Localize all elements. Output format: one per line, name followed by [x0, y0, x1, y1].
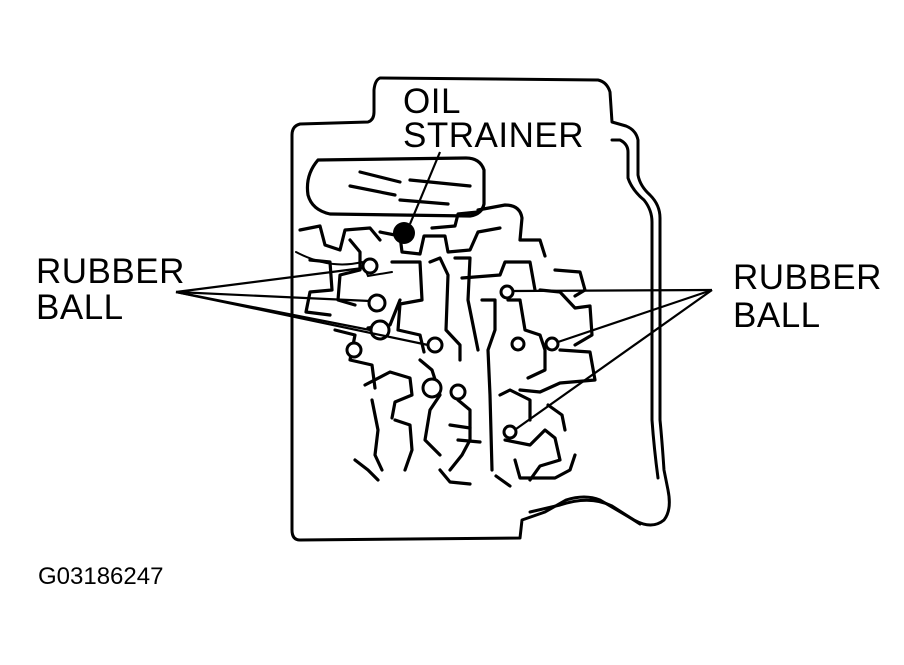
rubber-ball-right-4 [502, 424, 518, 440]
oil-strainer-label-line2: STRAINER [403, 116, 584, 155]
separator-plate-edge [295, 251, 393, 278]
rubber-ball-left-4 [345, 341, 363, 359]
rubber-ball-left-6 [421, 377, 443, 399]
strainer-slot-d [398, 198, 450, 206]
rubber-ball-right-3 [544, 336, 560, 352]
rubber-ball-right-label-line2: BALL [733, 296, 821, 335]
oil-strainer-dot [393, 222, 415, 244]
strainer-slot-c [408, 178, 472, 188]
valve-body-side-flange [610, 138, 660, 480]
rubber-ball-right-1 [499, 284, 515, 300]
strainer-slot-b [348, 184, 397, 197]
rubber-ball-left-1 [361, 257, 379, 275]
rubber-ball-left-2 [367, 293, 387, 313]
oil-strainer-label-line1: OIL [403, 82, 461, 121]
rubber-ball-left-label-line1: RUBBER [36, 252, 185, 291]
valve-body-lower-lip [528, 498, 642, 526]
strainer-slot-a [358, 170, 402, 184]
rubber-ball-left-label-line2: BALL [36, 288, 124, 327]
figure-id: G03186247 [38, 563, 164, 590]
valve-body-outline [290, 76, 671, 542]
fluid-passages [298, 203, 597, 488]
oil-strainer-leader [408, 151, 442, 225]
rubber-ball-left-7 [449, 383, 467, 401]
rubber-ball-right-leaders [512, 288, 713, 430]
rubber-ball-right-label-line1: RUBBER [733, 258, 882, 297]
rubber-ball-left-leaders [175, 266, 429, 347]
rubber-ball-right-2 [510, 336, 526, 352]
strainer-cavity [305, 156, 486, 218]
rubber-ball-left-5 [426, 336, 444, 354]
